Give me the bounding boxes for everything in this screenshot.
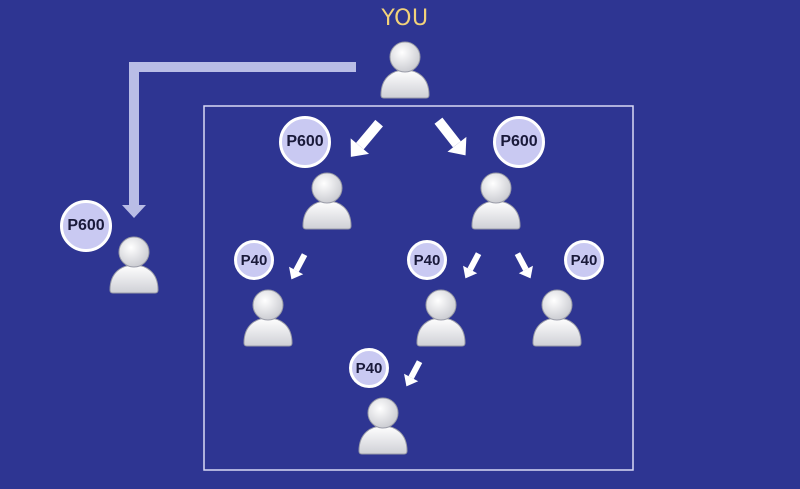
person-icon [302,172,352,230]
arrow-icon [514,252,533,279]
badge-p40-lvl3: P40 [349,348,389,388]
arrow-icon [463,252,482,279]
person-icon [471,172,521,230]
arrow-icon [289,253,308,280]
person-icon [109,236,159,294]
badge-p600-mid-right: P600 [493,116,545,168]
person-icon [380,41,430,99]
downline-frame [203,105,634,471]
arrow-icon [404,360,423,387]
person-icon [243,289,293,347]
person-icon [358,397,408,455]
arrow-icon [434,117,467,156]
you-label: YOU [381,6,429,31]
person-icon [532,289,582,347]
badge-p40-lvl2-center: P40 [407,240,447,280]
badge-p40-lvl2-right: P40 [564,240,604,280]
badge-p600-left: P600 [60,200,112,252]
badge-p600-mid-left: P600 [279,116,331,168]
badge-p40-lvl2-left: P40 [234,240,274,280]
connector-arrow [122,62,356,218]
arrow-icon [350,119,383,157]
person-icon [416,289,466,347]
